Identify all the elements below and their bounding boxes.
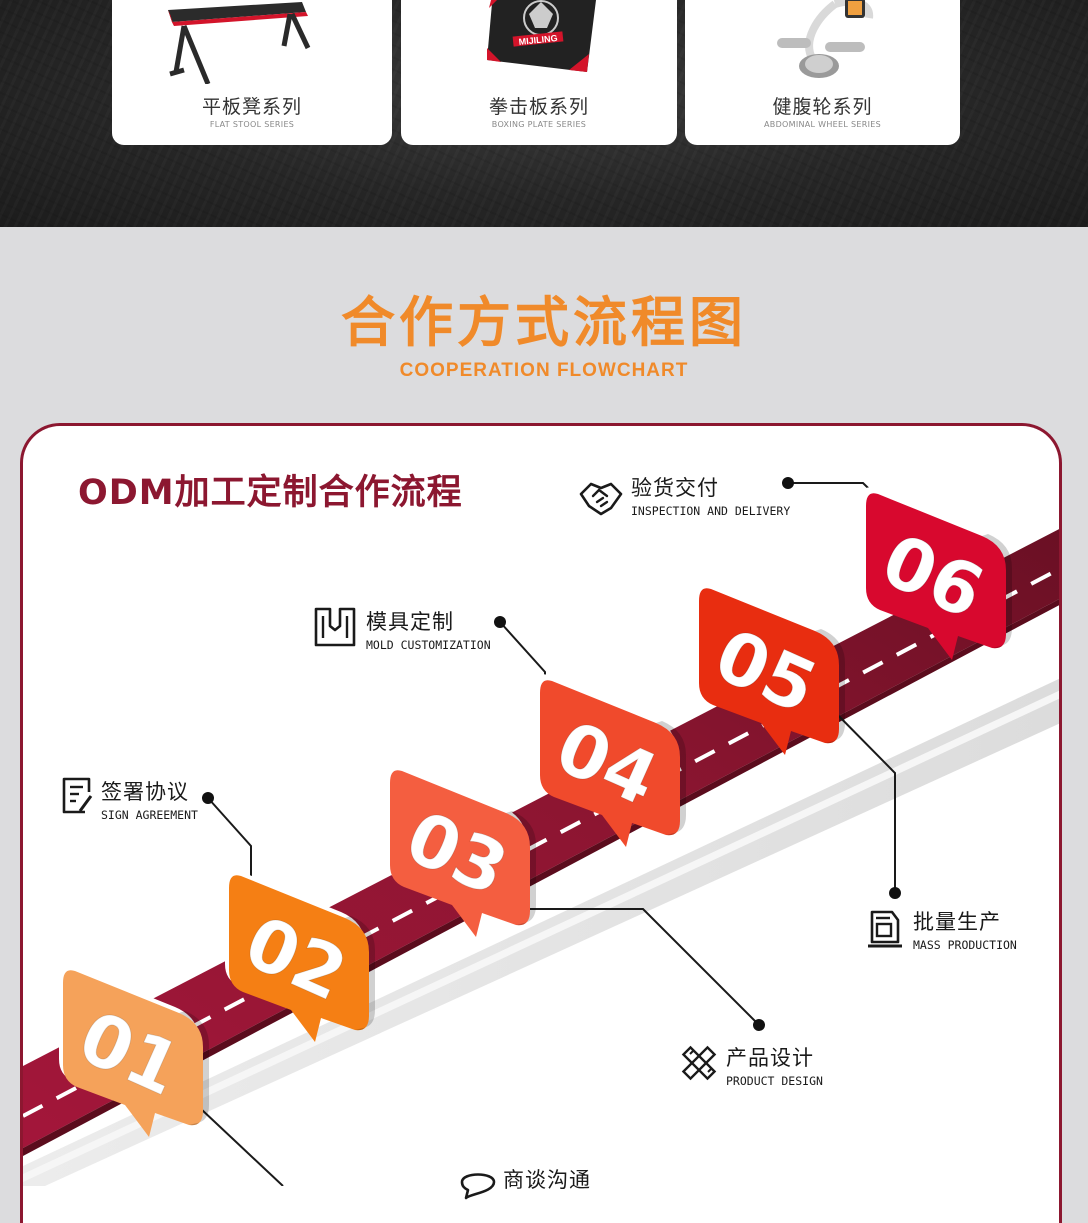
step-02-title: 签署协议 — [101, 780, 189, 804]
handshake-icon — [579, 482, 623, 516]
step-06-label: 验货交付 INSPECTION AND DELIVERY — [631, 472, 790, 518]
step-06-title: 验货交付 — [631, 476, 719, 500]
product-subtitle: BOXING PLATE SERIES — [491, 120, 587, 129]
section-title: 合作方式流程图 — [341, 291, 747, 354]
product-card-flat-stool[interactable]: 平板凳系列 FLAT STOOL SERIES — [112, 0, 392, 145]
step-02-label: 签署协议 SIGN AGREEMENT — [101, 776, 198, 822]
step-03-title: 产品设计 — [726, 1046, 814, 1070]
boxing-plate-image: MIJILING — [487, 0, 596, 72]
step-06-subtitle: INSPECTION AND DELIVERY — [631, 504, 791, 518]
marker-body — [866, 493, 1006, 660]
ruler-pencil-icon — [681, 1045, 717, 1081]
marker-body — [699, 588, 839, 755]
step-06-marker: 06 — [862, 487, 1012, 660]
flat-bench-image — [168, 2, 311, 84]
product-name: 健腹轮系列 — [772, 96, 873, 118]
step-03-marker: 03 — [386, 764, 536, 937]
product-name: 平板凳系列 — [201, 96, 302, 118]
step-02-marker: 02 — [225, 869, 375, 1042]
top-product-band: 平板凳系列 FLAT STOOL SERIES MIJILING 拳击板系列 B… — [0, 0, 1088, 227]
mold-icon — [314, 607, 356, 647]
step-05-subtitle: MASS PRODUCTION — [913, 938, 1017, 952]
svg-text:MIJILING: MIJILING — [518, 33, 558, 47]
marker-shade — [815, 629, 845, 744]
marker-body — [229, 875, 369, 1042]
marker-shade — [982, 534, 1012, 649]
product-card-ab-wheel[interactable]: 健腹轮系列 ABDOMINAL WHEEL SERIES — [685, 0, 960, 145]
step-02-subtitle: SIGN AGREEMENT — [101, 808, 198, 822]
road-center-line — [23, 566, 1059, 1118]
step-03-label: 产品设计 PRODUCT DESIGN — [726, 1042, 823, 1088]
ab-wheel-image — [777, 0, 874, 78]
product-card-boxing-plate[interactable]: MIJILING 拳击板系列 BOXING PLATE SERIES — [401, 0, 677, 145]
marker-body — [63, 970, 203, 1137]
step-04-subtitle: MOLD CUSTOMIZATION — [366, 638, 491, 652]
product-name: 拳击板系列 — [488, 96, 589, 118]
marker-body — [390, 770, 530, 937]
product-subtitle: FLAT STOOL SERIES — [209, 120, 295, 129]
marker-shade — [506, 811, 536, 926]
step-03-subtitle: PRODUCT DESIGN — [726, 1074, 823, 1088]
panel-title: ODM加工定制合作流程 — [78, 473, 463, 513]
marker-shade — [179, 1011, 209, 1126]
step-05-title: 批量生产 — [913, 910, 1001, 934]
step-05-marker: 05 — [695, 582, 845, 755]
marker-shade — [656, 721, 686, 836]
step-05-label: 批量生产 MASS PRODUCTION — [913, 906, 1017, 952]
document-pen-icon — [62, 777, 93, 814]
marker-body — [540, 680, 680, 847]
section-subtitle: COOPERATION FLOWCHART — [399, 360, 689, 381]
step-04-label: 模具定制 MOLD CUSTOMIZATION — [366, 606, 491, 652]
step-04-title: 模具定制 — [366, 610, 454, 634]
product-subtitle: ABDOMINAL WHEEL SERIES — [764, 120, 881, 129]
marker-shade — [345, 916, 375, 1031]
machine-icon — [868, 910, 902, 948]
chat-icon — [460, 1173, 496, 1200]
